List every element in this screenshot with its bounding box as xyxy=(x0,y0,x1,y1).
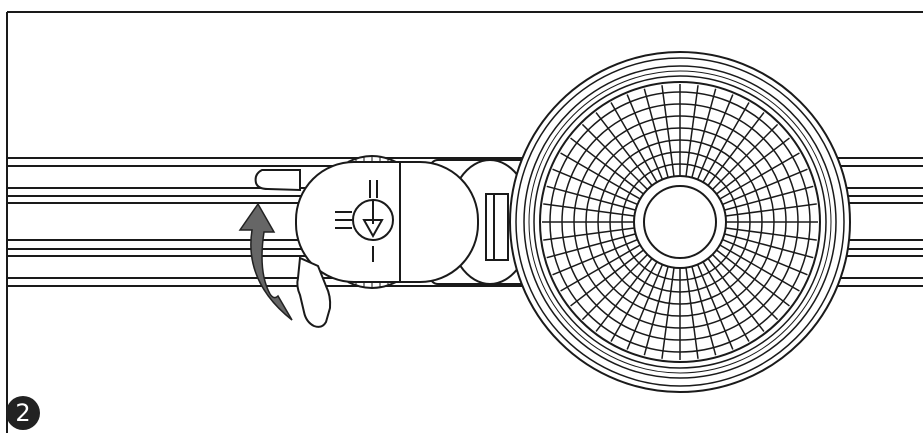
lens-spoke xyxy=(691,266,717,358)
rotation-arrow-icon xyxy=(238,202,293,321)
lens-spoke xyxy=(711,253,780,322)
lens-spoke xyxy=(643,266,669,358)
lens-spoke xyxy=(550,238,638,277)
lens-spoke xyxy=(609,100,658,183)
lens-spoke xyxy=(696,264,735,352)
lens-spoke xyxy=(716,249,792,308)
lens-spoke xyxy=(716,136,792,195)
lens-spoke xyxy=(696,92,735,180)
lock-lever xyxy=(254,169,332,328)
lens-spoke xyxy=(660,267,675,360)
lens-grid xyxy=(542,84,818,360)
lens-spoke xyxy=(542,227,635,242)
lens-spoke xyxy=(625,92,664,180)
lens-spoke xyxy=(558,151,641,200)
lens-spoke xyxy=(702,261,751,344)
lens-spoke xyxy=(685,84,700,177)
lens-spoke xyxy=(707,258,766,334)
frame-border xyxy=(6,11,923,433)
lens-spoke xyxy=(544,233,636,259)
lens-spoke xyxy=(685,267,700,360)
lens-spoke xyxy=(724,233,816,259)
lens-spoke xyxy=(544,185,636,211)
lens-spoke xyxy=(707,110,766,186)
lens-spoke xyxy=(711,122,780,191)
lens-spoke xyxy=(719,151,802,200)
lens-spoke xyxy=(594,110,653,186)
lens-spoke xyxy=(702,100,751,183)
lens-spoke xyxy=(558,244,641,293)
lens-spoke xyxy=(580,253,649,322)
lens-spoke xyxy=(594,258,653,334)
lens-spoke xyxy=(719,244,802,293)
lens-spoke xyxy=(568,249,644,308)
lens-spoke xyxy=(725,202,818,217)
lens-spoke xyxy=(724,185,816,211)
lens-spoke xyxy=(660,84,675,177)
step-number-badge: 2 xyxy=(6,396,40,430)
lens-spoke xyxy=(725,227,818,242)
lens-spoke xyxy=(550,167,638,206)
lens-spoke xyxy=(722,167,810,206)
lens-spoke xyxy=(542,202,635,217)
lens-spoke xyxy=(568,136,644,195)
center-lens xyxy=(633,175,727,269)
lens-spoke xyxy=(580,122,649,191)
lens-spoke xyxy=(691,86,717,178)
lens-spoke xyxy=(609,261,658,344)
lens-spoke xyxy=(643,86,669,178)
lens-spoke xyxy=(625,264,664,352)
lens-spoke xyxy=(722,238,810,277)
lock-symbol-icon xyxy=(335,180,394,262)
